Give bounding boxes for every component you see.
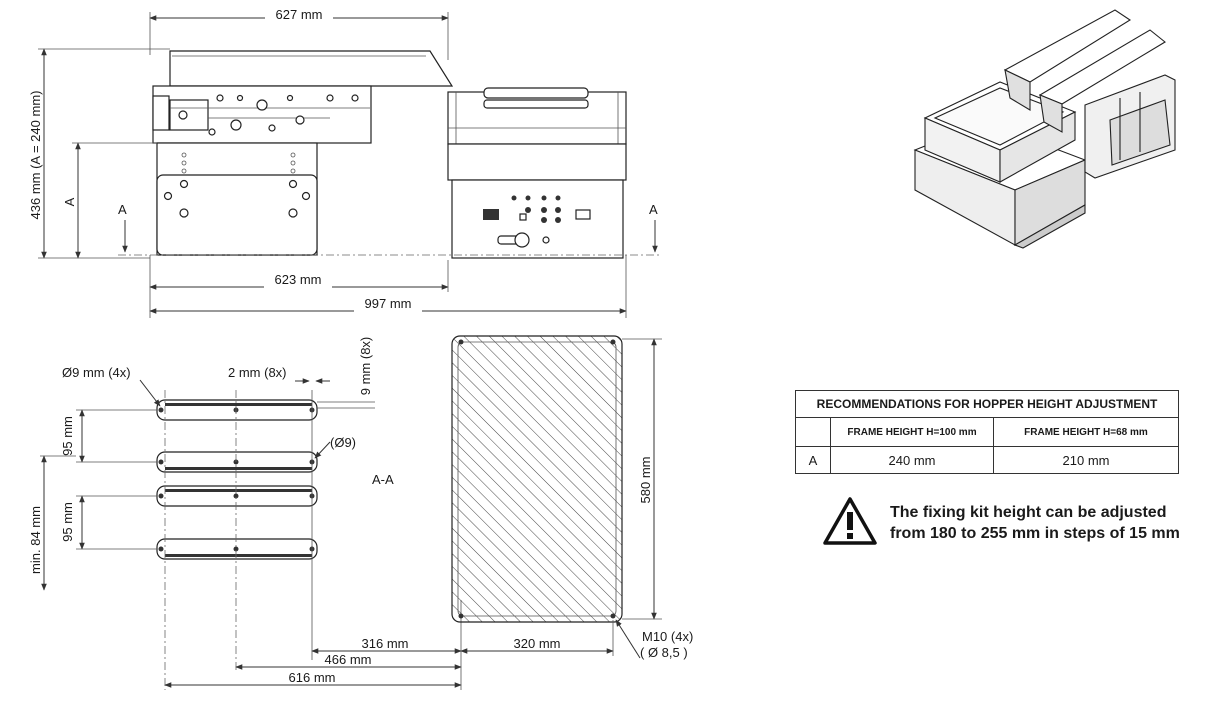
dim-overall-width: 627 mm	[276, 7, 323, 22]
control-panel-icons	[511, 195, 561, 223]
adjustment-note: The fixing kit height can be adjusted fr…	[822, 494, 1202, 550]
table-value-h100: 240 mm	[830, 446, 994, 474]
dim-316-label: 316 mm	[362, 636, 409, 651]
section-title: A-A	[372, 472, 394, 487]
dim-616-label: 616 mm	[289, 670, 336, 685]
spacing-upper-label: 95 mm	[60, 416, 75, 456]
recommendation-table: RECOMMENDATIONS FOR HOPPER HEIGHT ADJUST…	[795, 390, 1179, 474]
footprint-height-label: 580 mm	[638, 457, 653, 504]
table-title: RECOMMENDATIONS FOR HOPPER HEIGHT ADJUST…	[795, 390, 1179, 418]
footprint-width-label: 320 mm	[514, 636, 561, 651]
dim-total-length: 997 mm	[365, 296, 412, 311]
slot-width-label: 2 mm (8x)	[228, 365, 287, 380]
dim-a-label: A	[62, 197, 77, 206]
dim-466-label: 466 mm	[325, 652, 372, 667]
hole-callout-label: (Ø9)	[330, 435, 356, 450]
isometric-view	[913, 9, 1176, 249]
warning-icon	[823, 497, 877, 545]
hole-dia-label: Ø9 mm (4x)	[62, 365, 131, 380]
section-marker-left: A	[118, 202, 127, 217]
min-gap-label: min. 84 mm	[28, 506, 43, 574]
thread-label: M10 (4x)	[642, 629, 693, 644]
slot-height-label: 9 mm (8x)	[358, 337, 373, 396]
spacing-lower-label: 95 mm	[60, 502, 75, 542]
footprint-view: 580 mm 320 mm M10 (4x) ( Ø 8,5 )	[451, 335, 693, 660]
table-corner-cell	[795, 417, 831, 447]
table-col-h100: FRAME HEIGHT H=100 mm	[830, 417, 994, 447]
base-holes	[163, 152, 311, 218]
section-marker-right: A	[649, 202, 658, 217]
table-row-label: A	[795, 446, 831, 474]
note-line-1: The fixing kit height can be adjusted	[890, 504, 1167, 521]
dim-base-width: 623 mm	[275, 272, 322, 287]
section-aa-view: A-A Ø9 mm (4x)	[28, 337, 462, 690]
thread-dia-label: ( Ø 8,5 )	[640, 645, 688, 660]
mounting-rails	[156, 399, 318, 560]
table-col-h68: FRAME HEIGHT H=68 mm	[993, 417, 1179, 447]
machine-elevation-view: 627 mm	[28, 6, 660, 318]
note-line-2: from 180 to 255 mm in steps of 15 mm	[890, 525, 1180, 542]
table-value-h68: 210 mm	[993, 446, 1179, 474]
dim-height-total: 436 mm (A = 240 mm)	[28, 91, 43, 220]
note-text: The fixing kit height can be adjusted fr…	[890, 502, 1200, 544]
